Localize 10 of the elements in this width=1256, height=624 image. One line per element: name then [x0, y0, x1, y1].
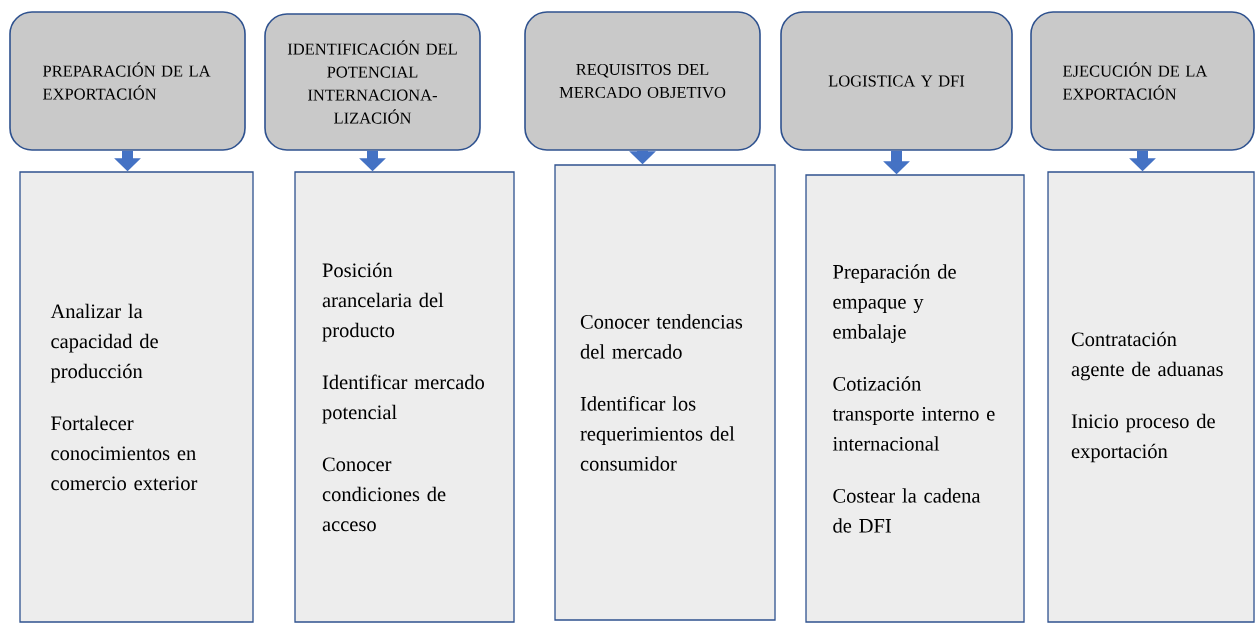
- stage-box: PREPARACIÓN DE LA EXPORTACIÓN: [9, 11, 246, 151]
- stage-box: IDENTIFICACIÓN DEL POTENCIAL INTERNACIONA- LIZACIÓN: [264, 13, 481, 151]
- task-box: Posición arancelaria del producto Identificar mercado potencial Conocer condiciones de acceso: [294, 171, 515, 623]
- task-box: Conocer tendencias del mercado Identificar los requerimientos del consumidor: [554, 164, 776, 621]
- task-box: Preparación de empaque y embalaje Cotización transporte interno e internacional Costear la cadena de DFI: [805, 174, 1025, 623]
- stage-box: EJECUCIÓN DE LA EXPORTACIÓN: [1030, 11, 1255, 151]
- stage-box: LOGISTICA Y DFI: [780, 11, 1013, 151]
- task-box: Contratación agente de aduanas Inicio proceso de exportación: [1047, 171, 1255, 623]
- stage-box: REQUISITOS DEL MERCADO OBJETIVO: [524, 11, 761, 151]
- task-box: Analizar la capacidad de producción Fortalecer conocimientos en comercio exterior: [19, 171, 254, 623]
